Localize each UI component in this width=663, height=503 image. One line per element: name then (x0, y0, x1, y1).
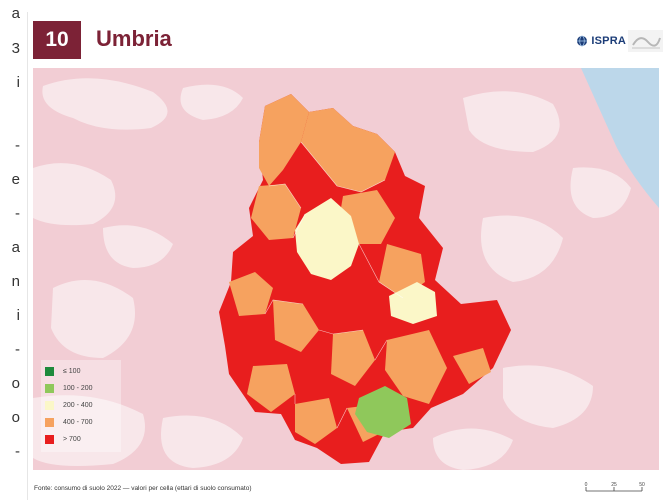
logo-text: ISPRA (591, 35, 626, 47)
municipality-100-200 (355, 386, 411, 438)
margin-fragment: 3 (11, 40, 20, 57)
legend-swatch (45, 367, 54, 376)
ispra-logo: ISPRA (576, 35, 626, 47)
legend-label: ≤ 100 (63, 368, 81, 375)
margin-fragment: a (11, 239, 20, 256)
legend: ≤ 100 100 - 200 200 - 400 400 - 700 > 70… (45, 364, 93, 449)
left-margin-text: a 3 i - e - a n i - o o - (0, 0, 22, 503)
scale-label: 50 (639, 482, 645, 488)
municipalities-200-400 (295, 198, 437, 324)
globe-icon (577, 35, 588, 47)
district-borders (264, 141, 404, 429)
margin-fragment: i (16, 307, 20, 324)
margin-fragment: o (11, 375, 20, 392)
legend-swatch (45, 435, 54, 444)
page-title: Umbria (96, 26, 172, 51)
partner-logo (628, 30, 663, 52)
legend-item: > 700 (45, 432, 93, 447)
legend-item: 200 - 400 (45, 398, 93, 413)
legend-item: 400 - 700 (45, 415, 93, 430)
section-number: 10 (33, 21, 81, 59)
margin-fragment: o (11, 409, 20, 426)
scale-label: 0 (585, 482, 588, 488)
margin-fragment: e (11, 171, 20, 188)
map-legend (41, 360, 121, 452)
scale-bar: 0 25 50 (585, 482, 645, 492)
legend-item: 100 - 200 (45, 381, 93, 396)
margin-fragment: - (15, 443, 20, 460)
map-area: ≤ 100 100 - 200 200 - 400 400 - 700 > 70… (33, 68, 659, 470)
margin-fragment: - (15, 137, 20, 154)
margin-fragment: i (16, 74, 20, 91)
legend-label: 100 - 200 (63, 385, 93, 392)
source-note: Fonte: consumo di suolo 2022 — valori pe… (34, 485, 252, 492)
legend-label: 400 - 700 (63, 419, 93, 426)
map-card: 10 Umbria ISPRA (27, 12, 663, 500)
choropleth-map (33, 68, 659, 470)
legend-label: 200 - 400 (63, 402, 93, 409)
legend-label: > 700 (63, 436, 81, 443)
legend-item: ≤ 100 (45, 364, 93, 379)
card-header: 10 Umbria ISPRA (28, 12, 663, 64)
legend-swatch (45, 418, 54, 427)
margin-fragment: - (15, 341, 20, 358)
legend-swatch (45, 384, 54, 393)
margin-fragment: a (11, 5, 20, 22)
background-patches (33, 78, 631, 470)
margin-fragment: - (15, 205, 20, 222)
sea-area (581, 68, 659, 208)
margin-fragment: n (11, 273, 20, 290)
map-footer: Fonte: consumo di suolo 2022 — valori pe… (28, 477, 663, 499)
legend-swatch (45, 401, 54, 410)
scale-label: 25 (611, 482, 617, 488)
